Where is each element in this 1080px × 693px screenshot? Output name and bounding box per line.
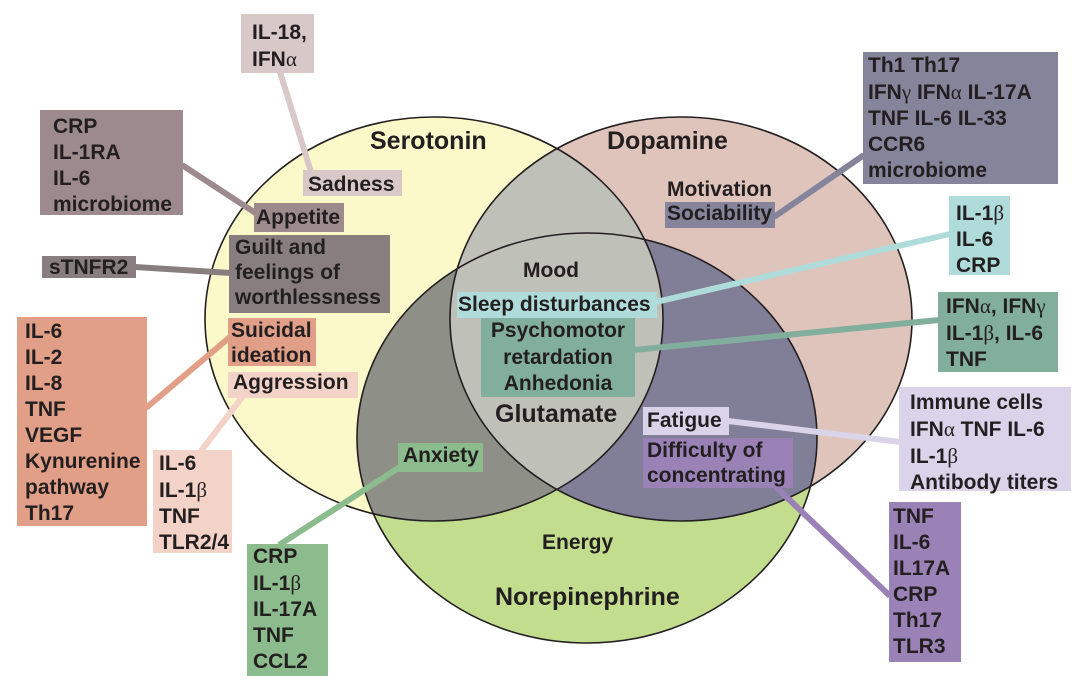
symptom-aggression: Aggression bbox=[228, 372, 358, 398]
greek-letter: β bbox=[993, 201, 1005, 225]
greek-letter: β bbox=[196, 478, 208, 502]
symptom-suicidal-ideation: Suicidal ideation bbox=[228, 318, 316, 367]
greek-letter: β bbox=[290, 571, 302, 595]
norepinephrine-outline bbox=[356, 232, 818, 644]
serotonin-label: Serotonin bbox=[370, 127, 487, 155]
connector-guilt bbox=[134, 264, 232, 276]
connector-psychomotor bbox=[633, 317, 940, 353]
motivation-label: Motivation bbox=[667, 178, 772, 201]
energy-label: Energy bbox=[542, 531, 614, 554]
markers-box-sociability: Th1 Th17 IFNγ IFNα IL-17A TNF IL-6 IL-33… bbox=[863, 52, 1058, 184]
greek-letter: γ bbox=[901, 80, 912, 104]
dopamine-outline bbox=[449, 116, 913, 522]
symptom-sadness: Sadness bbox=[303, 170, 402, 196]
connector-aggression bbox=[198, 394, 246, 453]
markers-box-difficulty-concentrating: TNF IL-6 IL17A CRP Th17 TLR3 bbox=[889, 502, 961, 662]
markers-box-aggression: IL-6 IL-1β TNF TLR2/4 bbox=[153, 450, 232, 554]
connector-sadness bbox=[277, 71, 314, 173]
symptom-appetite: Appetite bbox=[254, 203, 344, 232]
glutamate-label: Glutamate bbox=[495, 400, 618, 428]
symptom-difficulty-concentrating: Difficulty of concentrating bbox=[643, 438, 793, 488]
connector-sleep-disturbances bbox=[655, 231, 951, 305]
symptom-guilt: Guilt and feelings of worthlessness bbox=[229, 235, 390, 313]
greek-letter: α bbox=[943, 417, 955, 441]
markers-box-sadness: IL-18, IFNα bbox=[241, 14, 314, 73]
norepinephrine-label: Norepinephrine bbox=[495, 583, 680, 611]
markers-box-psychomotor: IFNα, IFNγ IL-1β, IL-6 TNF bbox=[938, 292, 1058, 372]
greek-letter: α bbox=[285, 47, 297, 71]
markers-box-anxiety: CRP IL-1β IL-17A TNF CCL2 bbox=[247, 544, 328, 676]
symptom-anxiety: Anxiety bbox=[398, 443, 483, 472]
connector-appetite bbox=[180, 162, 259, 217]
markers-box-appetite: CRP IL-1RA IL-6 microbiome bbox=[40, 110, 183, 216]
markers-box-suicidal-ideation: IL-6 IL-2 IL-8 TNF VEGF Kynurenine pathw… bbox=[17, 317, 147, 526]
greek-letter: β bbox=[983, 321, 995, 345]
markers-box-fatigue: Immune cells IFNα TNF IL-6 IL-1β Antibod… bbox=[899, 387, 1071, 494]
greek-letter: α bbox=[979, 294, 991, 318]
markers-box-guilt: sTNFR2 bbox=[42, 256, 136, 279]
symptom-fatigue: Fatigue bbox=[643, 407, 729, 435]
greek-letter: γ bbox=[1036, 294, 1046, 318]
connector-fatigue bbox=[727, 418, 901, 445]
symptom-psychomotor-anhedonia: Psychomotor retardation Anhedonia bbox=[481, 318, 635, 397]
greek-letter: β bbox=[947, 444, 959, 468]
symptom-sociability: Sociability bbox=[665, 202, 775, 228]
connector-difficulty-concentrating bbox=[773, 484, 893, 599]
mood-label: Mood bbox=[523, 259, 579, 282]
connector-sociability bbox=[772, 152, 866, 220]
symptom-sleep-disturbances: Sleep disturbances bbox=[457, 292, 657, 318]
serotonin-dopamine-overlap bbox=[450, 117, 663, 521]
serotonin-dopamine-overlap-group bbox=[450, 117, 663, 521]
connector-anxiety bbox=[277, 464, 402, 548]
markers-box-sleep-disturbances: IL-1β IL-6 CRP bbox=[949, 196, 1010, 277]
connector-suicidal-ideation bbox=[144, 334, 232, 411]
greek-letter: α bbox=[950, 80, 962, 104]
dopamine-label: Dopamine bbox=[607, 127, 728, 155]
serotonin-outline bbox=[204, 116, 664, 522]
